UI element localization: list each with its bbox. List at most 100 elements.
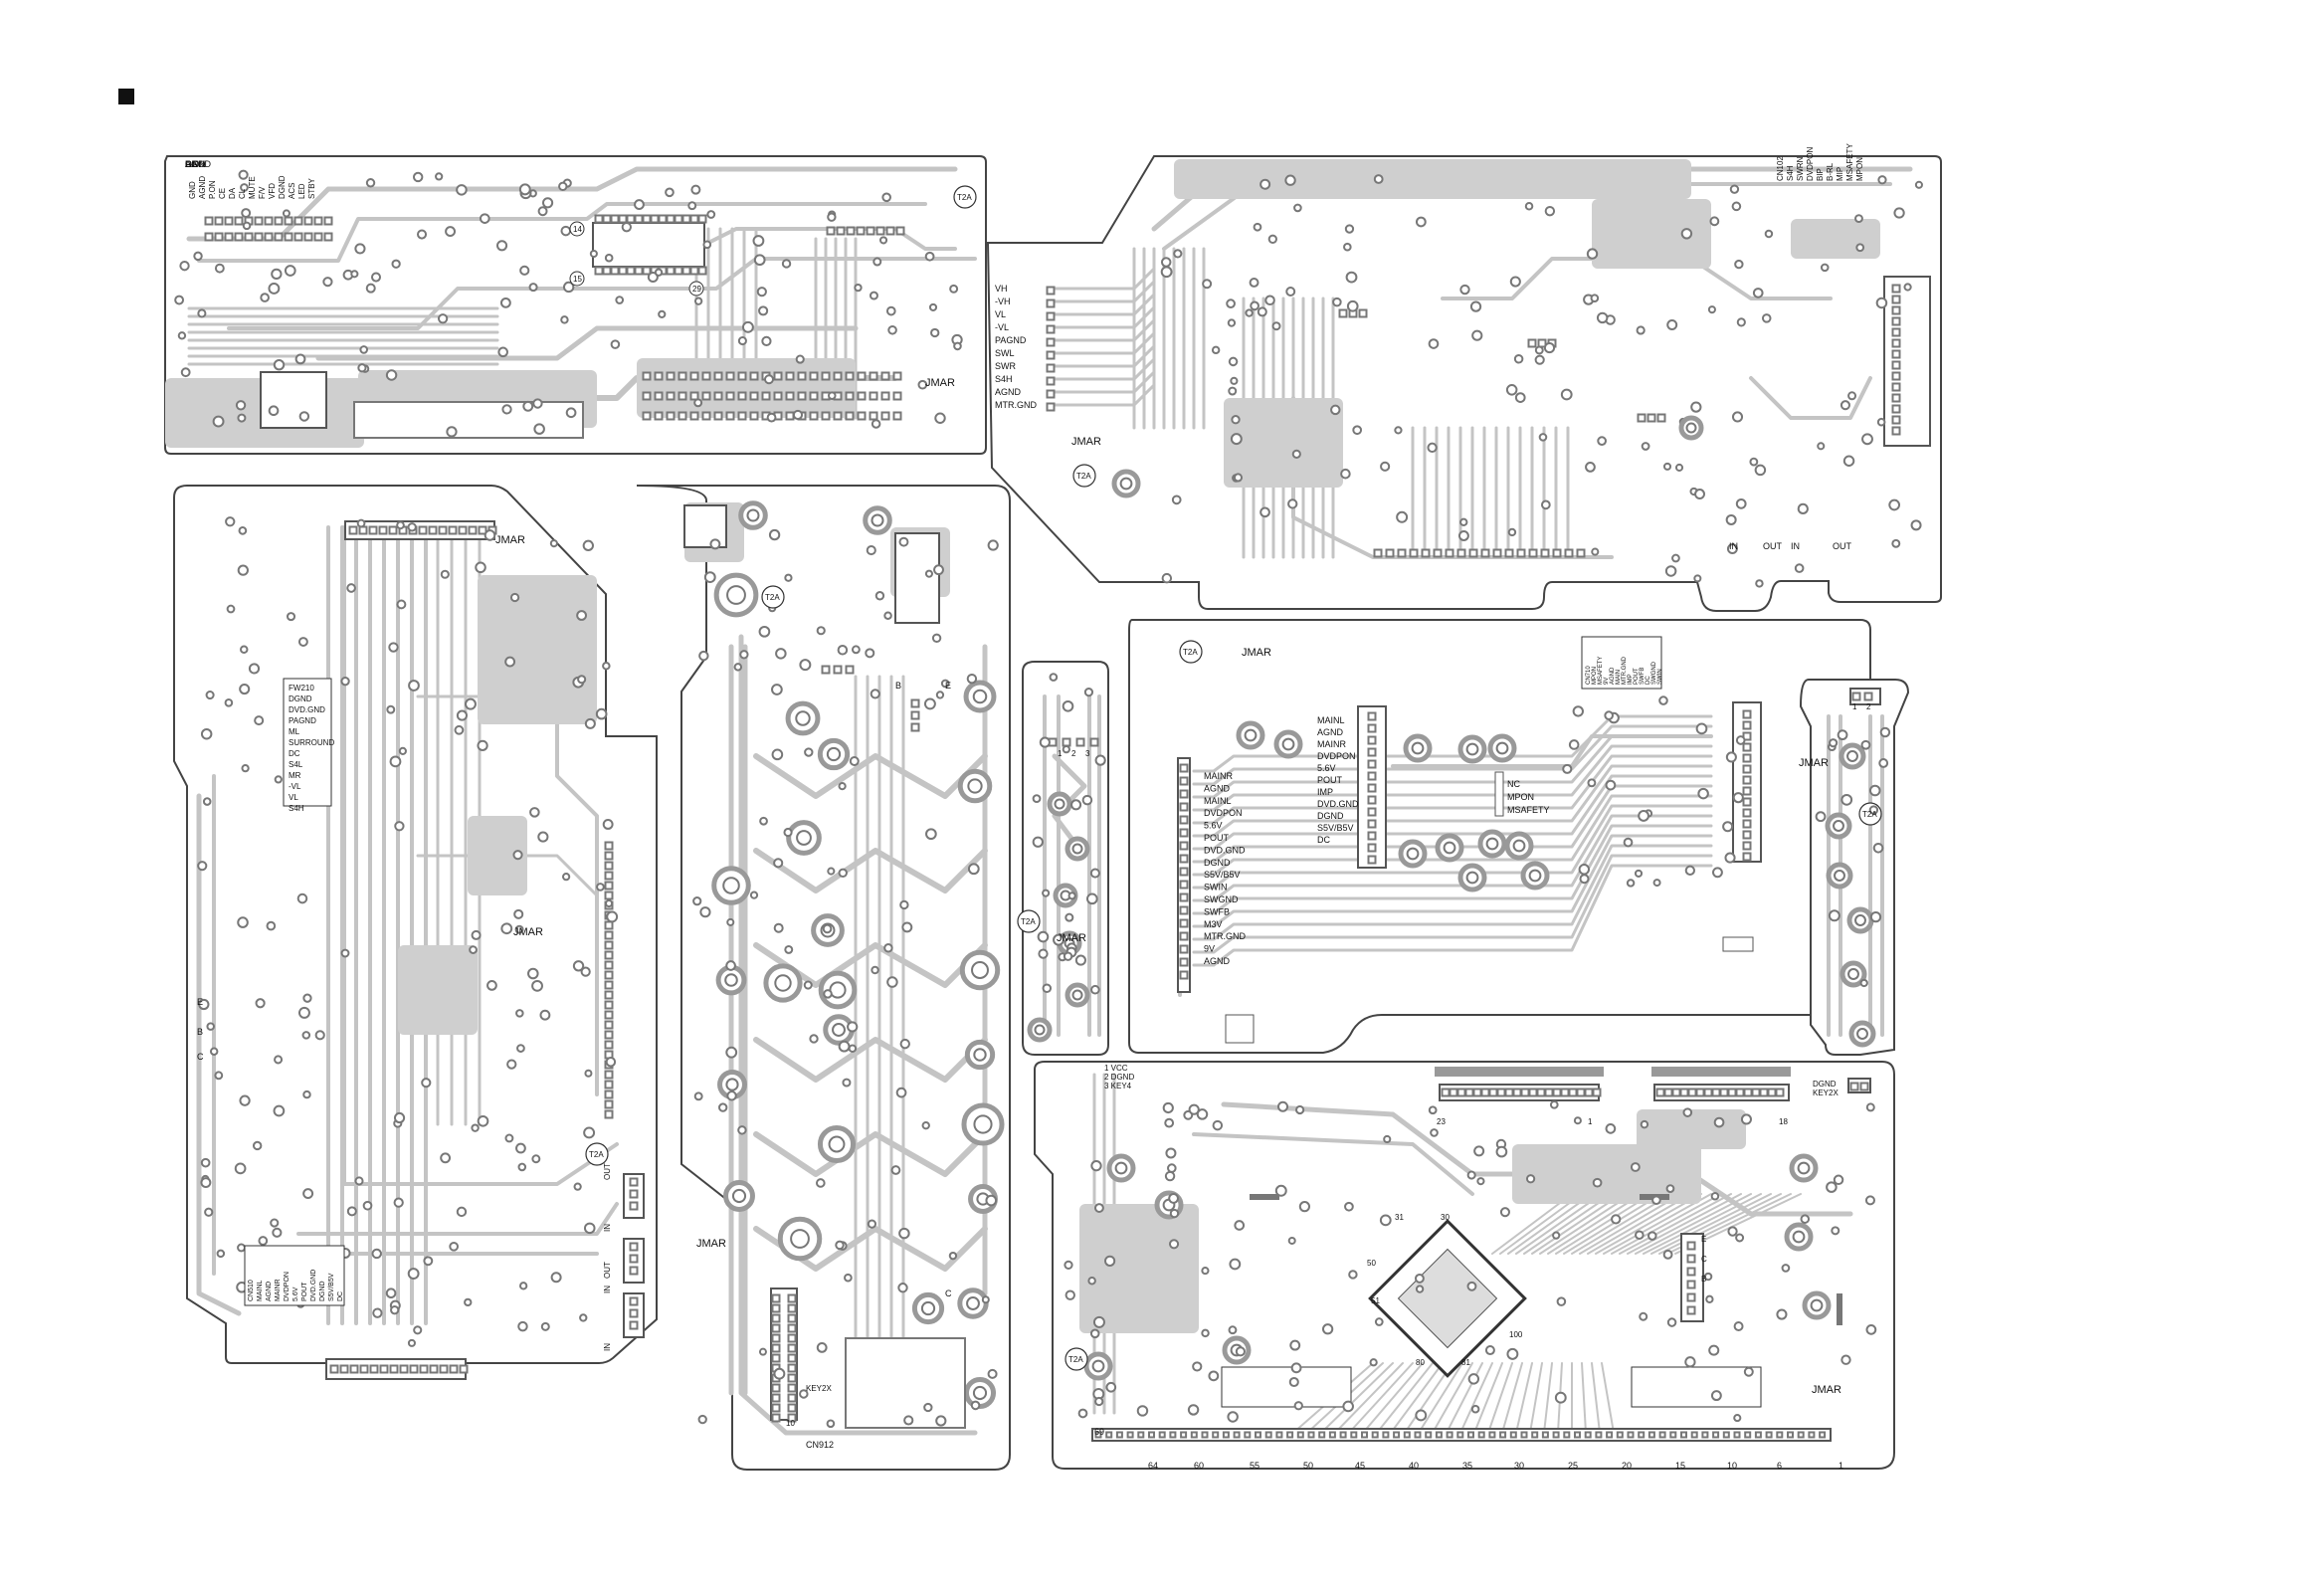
via-pad: [1369, 1358, 1378, 1367]
via-pad: [718, 1102, 728, 1112]
pcb-label: CL: [185, 159, 197, 169]
header-pin-number: 20: [1622, 1461, 1632, 1471]
square-pad: [1367, 795, 1377, 805]
via-pad: [1709, 216, 1720, 227]
via-pad: [871, 419, 881, 429]
trace: [1515, 1362, 1533, 1434]
via-pad: [362, 1200, 373, 1211]
mounting-hole-inner: [1685, 422, 1697, 434]
via-pad: [1879, 726, 1891, 738]
square-pad: [634, 266, 644, 276]
square-pad: [1464, 1088, 1474, 1097]
pin-label: DVD.GND: [289, 705, 325, 714]
square-pad: [1686, 1305, 1696, 1315]
via-pad: [501, 404, 512, 415]
via-pad: [200, 1157, 211, 1168]
square-pad: [1552, 548, 1562, 558]
via-pad: [1891, 538, 1901, 548]
square-pad: [1190, 1431, 1198, 1439]
pcb-label: 3: [1085, 749, 1090, 758]
via-pad: [391, 259, 401, 269]
square-pad: [797, 371, 807, 381]
via-pad: [1332, 297, 1342, 307]
square-pad: [1742, 742, 1752, 752]
via-pad: [693, 297, 703, 305]
via-pad: [198, 998, 210, 1011]
connector-frame: [1494, 771, 1504, 817]
square-pad: [378, 525, 388, 535]
via-pad: [835, 1240, 845, 1251]
via-pad: [1735, 1233, 1745, 1243]
square-pad: [787, 1353, 797, 1363]
via-pad: [562, 281, 575, 294]
pin-label: MTR.GND: [1204, 931, 1246, 941]
via-pad: [885, 305, 896, 316]
via-pad: [1290, 1362, 1302, 1374]
trace: [1376, 1362, 1434, 1434]
via-pad: [1373, 174, 1384, 184]
square-pad: [1264, 1431, 1272, 1439]
via-pad: [1861, 433, 1873, 446]
square-pad: [1686, 1267, 1696, 1277]
copper-fill: [478, 575, 597, 724]
via-pad: [842, 1078, 852, 1088]
connector-pin-label: MIP: [1836, 167, 1844, 181]
via-pad: [1396, 510, 1409, 523]
connector-pin-label: MAIN: [1616, 670, 1622, 685]
square-pad: [1046, 298, 1056, 308]
via-pad: [469, 945, 478, 954]
via-pad: [1253, 222, 1262, 232]
via-pad: [1136, 1405, 1149, 1417]
square-pad: [785, 391, 795, 401]
square-pad: [1775, 1088, 1785, 1097]
via-pad: [1473, 1145, 1485, 1157]
via-pad: [540, 1321, 550, 1331]
via-pad: [773, 922, 784, 933]
square-pad: [323, 232, 333, 242]
pin-label: SWR: [995, 361, 1016, 371]
via-pad: [758, 1347, 767, 1356]
square-pad: [604, 1070, 614, 1080]
via-pad: [440, 569, 450, 579]
via-pad: [658, 309, 667, 319]
connector-pin-label: 5.6V: [292, 1287, 299, 1301]
square-pad: [634, 214, 644, 224]
mounting-hole-inner: [726, 585, 746, 605]
jmar-mark: JMAR: [1071, 436, 1101, 448]
via-pad: [930, 327, 940, 338]
trace: [1192, 774, 1713, 851]
square-pad: [409, 1364, 419, 1374]
square-pad: [689, 411, 699, 421]
via-pad: [1064, 1260, 1073, 1270]
pin-label: DC: [1317, 835, 1330, 845]
square-pad: [449, 1364, 459, 1374]
via-pad: [560, 315, 569, 324]
via-pad: [1164, 1170, 1176, 1182]
square-pad: [604, 891, 614, 900]
pin-label: MAINR: [1317, 739, 1347, 749]
jmar-mark: JMAR: [1812, 1384, 1841, 1396]
via-pad: [1293, 1401, 1303, 1411]
mounting-hole-inner: [1244, 728, 1258, 742]
square-pad: [1296, 1431, 1304, 1439]
square-pad: [254, 232, 264, 242]
square-pad: [604, 1010, 614, 1020]
via-pad: [749, 891, 759, 899]
via-pad: [386, 704, 396, 714]
via-pad: [1470, 1404, 1480, 1414]
square-pad: [379, 1364, 389, 1374]
via-pad: [925, 828, 937, 841]
via-pad: [1344, 224, 1355, 234]
square-pad: [1286, 1431, 1294, 1439]
pin-label: AGND: [1204, 783, 1231, 793]
via-pad: [506, 1059, 517, 1070]
jmar-mark: JMAR: [1799, 757, 1829, 769]
trace: [1192, 1132, 1474, 1196]
via-pad: [1647, 1231, 1657, 1241]
square-pad: [1201, 1431, 1209, 1439]
via-pad: [1089, 1328, 1100, 1339]
trace: [1487, 1362, 1513, 1434]
mounting-hole-inner: [1406, 847, 1420, 861]
pin-label: PAGND: [995, 335, 1027, 345]
square-pad: [1468, 548, 1478, 558]
